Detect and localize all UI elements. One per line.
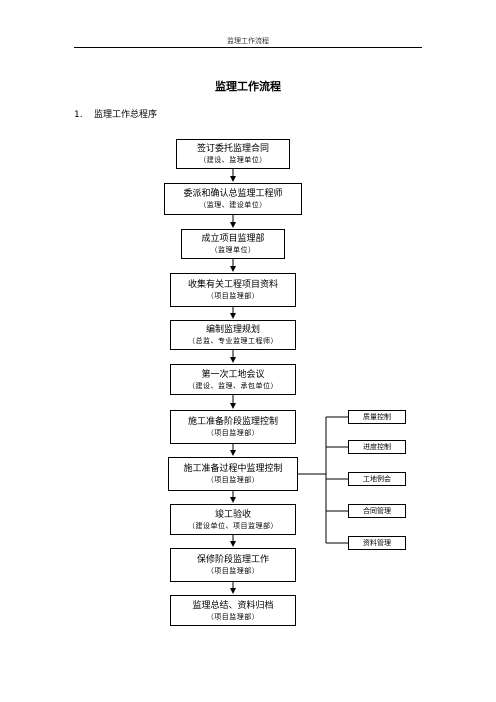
control-item-contract: 合同管理 <box>348 504 406 518</box>
step-title: 监理总结、资料归档 <box>192 600 274 611</box>
control-item-quality: 质量控制 <box>348 410 406 424</box>
flow-step-appoint-director: 委派和确认总监理工程师 （监理、建设单位） <box>164 183 302 215</box>
flow-step-sign-contract: 签订委托监理合同 （建设、监理单位） <box>176 139 290 169</box>
document-title: 监理工作流程 <box>215 80 281 93</box>
flow-step-first-site-meeting: 第一次工地会议 （建设、监理、承包单位） <box>170 364 296 395</box>
step-title: 编制监理规划 <box>205 325 260 335</box>
step-responsible: （项目监理部） <box>206 567 260 575</box>
step-title: 竣工验收 <box>214 509 251 520</box>
step-title: 第一次工地会议 <box>201 369 265 380</box>
step-title: 施工准备阶段监理控制 <box>187 417 278 427</box>
flow-step-completion-acceptance: 竣工验收 （建设单位、项目监理部） <box>170 504 296 535</box>
flow-step-supervision-plan: 编制监理规划 （总监、专业监理工程师） <box>170 320 296 350</box>
control-item-site-meeting: 工地例会 <box>348 472 406 486</box>
step-title: 委派和确认总监理工程师 <box>183 189 283 199</box>
section-heading: 1. 监理工作总程序 <box>74 107 157 120</box>
step-responsible: （建设单位、项目监理部） <box>188 521 278 530</box>
step-responsible: （监理、建设单位） <box>199 201 267 209</box>
flow-step-preparation-control: 施工准备阶段监理控制 （项目监理部） <box>170 410 296 444</box>
step-title: 成立项目监理部 <box>201 234 265 244</box>
running-header: 监理工作流程 <box>227 37 269 45</box>
step-title: 收集有关工程项目资料 <box>187 280 278 290</box>
step-title: 保修阶段监理工作 <box>196 555 269 565</box>
flow-step-process-control: 施工准备过程中监理控制 （项目监理部） <box>168 457 298 491</box>
control-item-documents: 资料管理 <box>348 536 406 550</box>
step-responsible: （项目监理部） <box>206 429 260 437</box>
step-responsible: （项目监理部） <box>206 292 260 300</box>
flow-step-collect-materials: 收集有关工程项目资料 （项目监理部） <box>170 273 296 307</box>
section-label: 监理工作总程序 <box>94 110 158 120</box>
flow-step-summary-archive: 监理总结、资料归档 （项目监理部） <box>170 595 296 626</box>
control-item-schedule: 进度控制 <box>348 440 406 454</box>
step-title: 施工准备过程中监理控制 <box>183 464 283 474</box>
step-title: 签订委托监理合同 <box>196 144 269 154</box>
flow-step-set-up-department: 成立项目监理部 （监理单位） <box>181 229 285 259</box>
step-responsible: （总监、专业监理工程师） <box>188 337 278 345</box>
step-responsible: （建设、监理单位） <box>199 156 267 164</box>
step-responsible: （监理单位） <box>210 246 256 254</box>
header-rule <box>74 47 422 48</box>
flow-step-warranty-work: 保修阶段监理工作 （项目监理部） <box>170 548 296 582</box>
section-number: 1. <box>74 110 83 120</box>
step-responsible: （项目监理部） <box>206 476 260 484</box>
step-responsible: （建设、监理、承包单位） <box>188 381 278 390</box>
step-responsible: （项目监理部） <box>206 612 260 621</box>
